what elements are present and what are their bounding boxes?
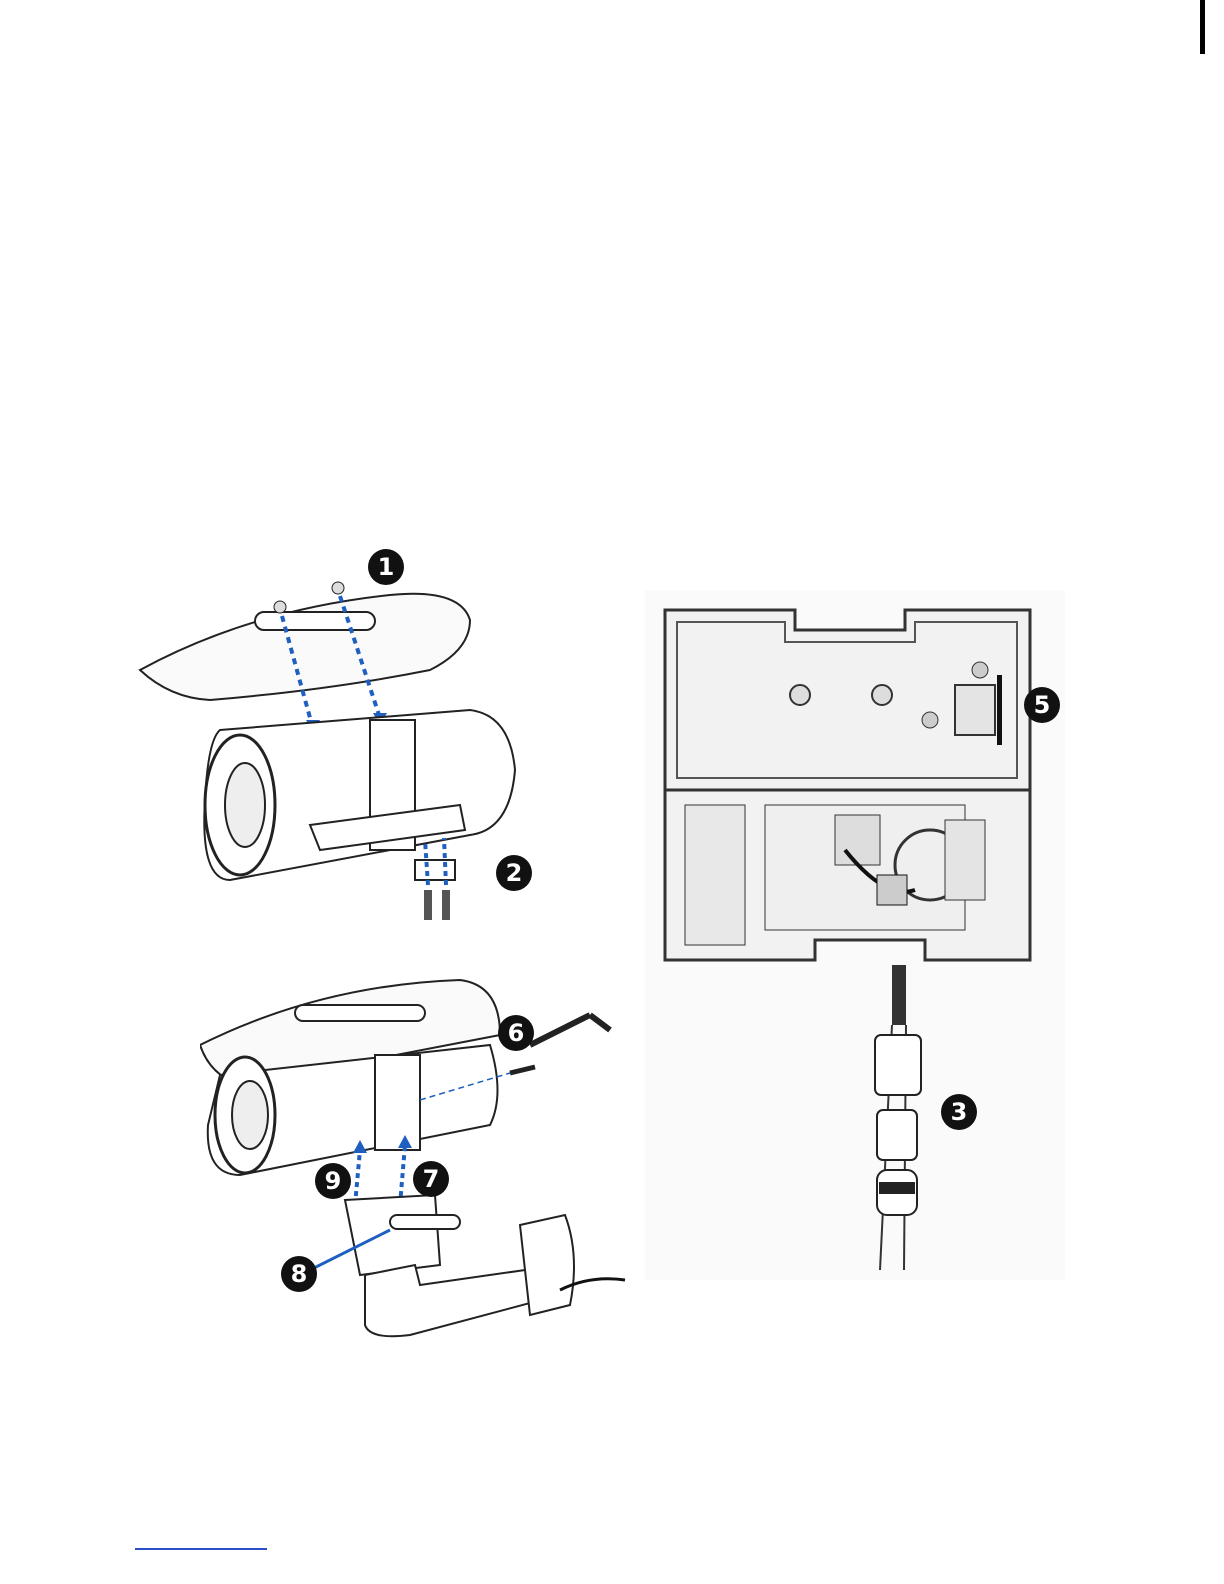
callout-5: 5 xyxy=(1024,687,1060,723)
page-edge-mark xyxy=(1200,0,1205,54)
footer-link-underline[interactable] xyxy=(135,1548,267,1550)
callout-9: 9 xyxy=(315,1163,351,1199)
wall-mount-arm xyxy=(345,1195,625,1336)
callout-8: 8 xyxy=(281,1256,317,1292)
callout-2: 2 xyxy=(496,855,532,891)
sunshield xyxy=(140,594,470,700)
callout-7: 7 xyxy=(413,1161,449,1197)
callout-3: 3 xyxy=(941,1094,977,1130)
mount-bracket xyxy=(415,860,455,920)
sunshield-assembly-figure xyxy=(130,580,550,940)
callout-6: 6 xyxy=(498,1015,534,1051)
wall-mount-figure xyxy=(200,975,630,1345)
sunshield-slot xyxy=(255,612,375,630)
housing-lid xyxy=(665,610,1030,790)
housing-base xyxy=(665,790,1030,960)
camera-housing xyxy=(204,710,515,880)
callout-1: 1 xyxy=(368,549,404,585)
open-housing-figure xyxy=(645,590,1065,1280)
